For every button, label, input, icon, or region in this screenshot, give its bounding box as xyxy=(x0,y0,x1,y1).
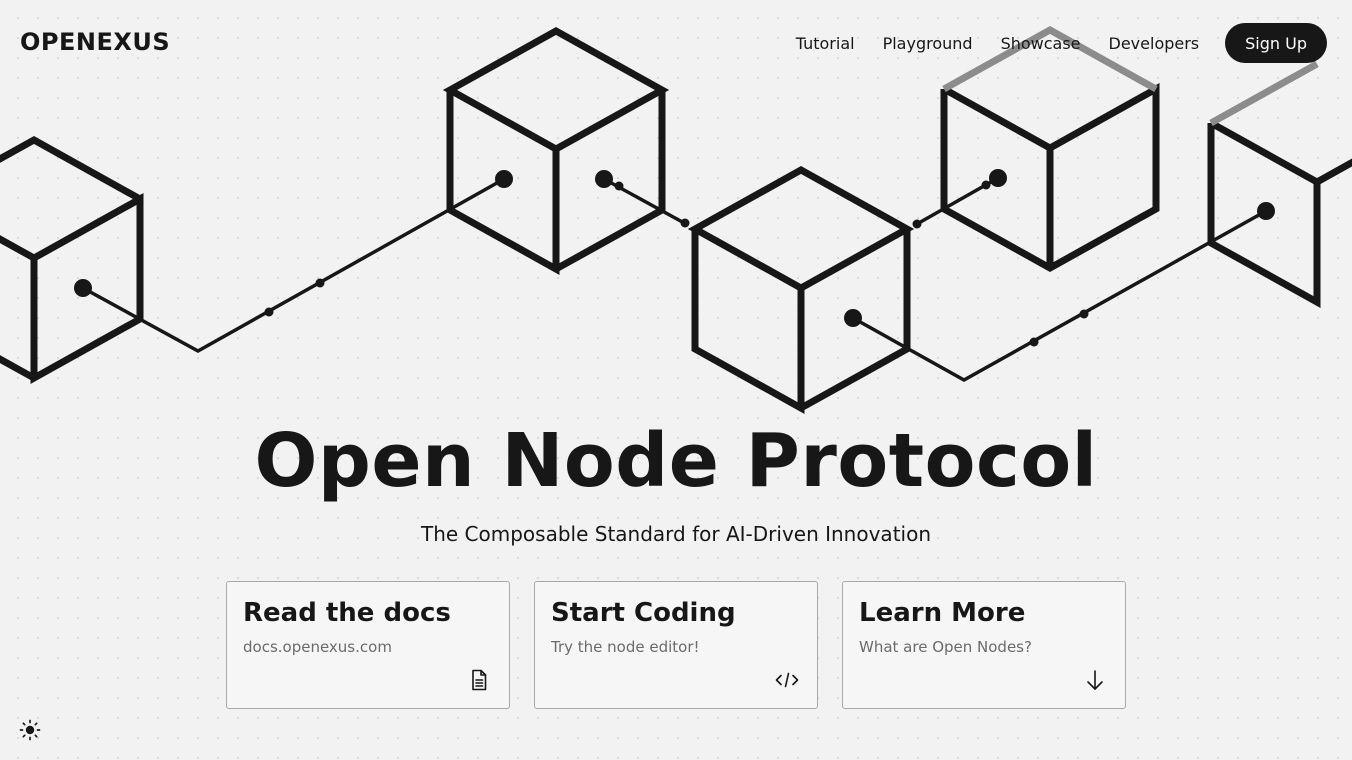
nav-link-developers[interactable]: Developers xyxy=(1108,33,1200,53)
card-subtitle: Try the node editor! xyxy=(551,638,700,656)
card-title: Learn More xyxy=(859,598,1026,628)
cube-1 xyxy=(0,135,144,384)
page-title: Open Node Protocol xyxy=(254,418,1098,504)
top-nav: Tutorial Playground Showcase Developers … xyxy=(796,23,1327,63)
arrow-down-icon xyxy=(1087,670,1103,690)
code-icon xyxy=(775,672,799,688)
cube-5 xyxy=(1207,60,1352,308)
sun-icon[interactable] xyxy=(19,719,41,741)
document-icon xyxy=(472,669,487,691)
card-subtitle: docs.openexus.com xyxy=(243,638,392,656)
card-title: Start Coding xyxy=(551,598,736,628)
cube-3 xyxy=(687,165,915,414)
cube-4 xyxy=(940,25,1160,273)
read-docs-card[interactable]: Read the docs docs.openexus.com xyxy=(226,581,510,709)
card-title: Read the docs xyxy=(243,598,451,628)
nav-link-playground[interactable]: Playground xyxy=(882,33,973,53)
nav-link-showcase[interactable]: Showcase xyxy=(1000,33,1081,53)
brand-logo[interactable]: OPENEXUS xyxy=(20,28,171,56)
cube-2 xyxy=(442,26,670,275)
action-cards: Read the docs docs.openexus.com Start Co… xyxy=(226,581,1126,709)
sign-up-button[interactable]: Sign Up xyxy=(1225,23,1327,63)
page-subtitle: The Composable Standard for AI-Driven In… xyxy=(421,522,931,546)
start-coding-card[interactable]: Start Coding Try the node editor! xyxy=(534,581,818,709)
hero-node-graphic xyxy=(0,25,1352,414)
card-subtitle: What are Open Nodes? xyxy=(859,638,1032,656)
learn-more-card[interactable]: Learn More What are Open Nodes? xyxy=(842,581,1126,709)
nav-link-tutorial[interactable]: Tutorial xyxy=(795,33,855,53)
